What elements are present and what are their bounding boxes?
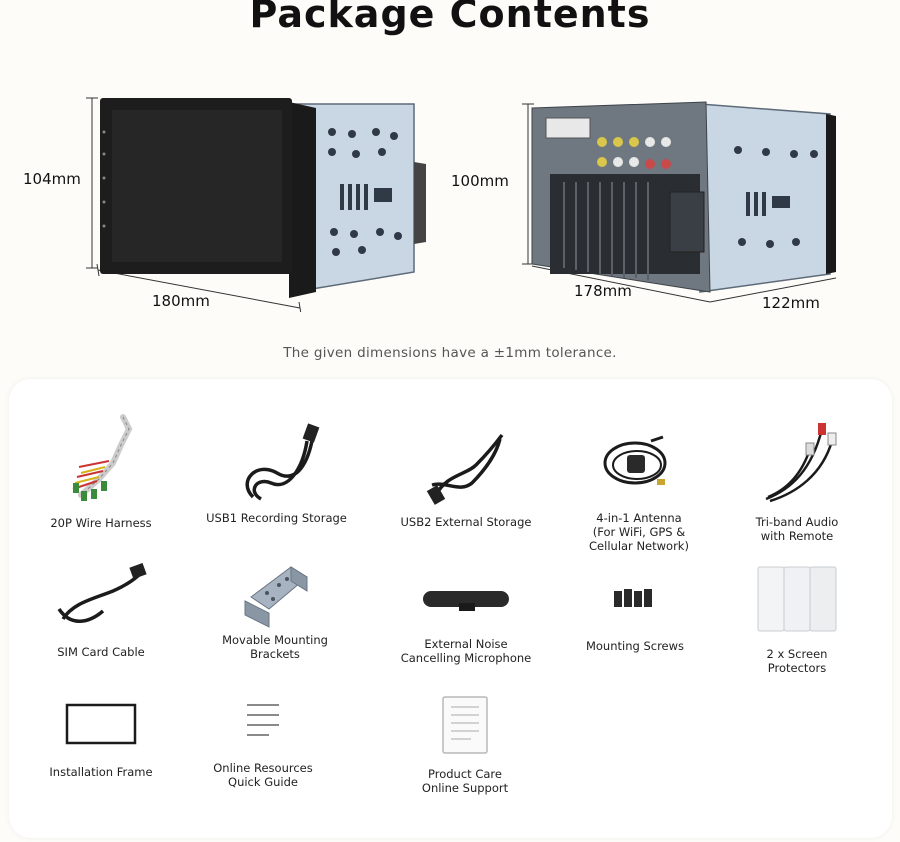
- bracket-icon: [244, 566, 308, 628]
- usb-cable-icon: [245, 423, 319, 501]
- screen-protector-icon: [757, 566, 837, 632]
- package-contents-card: 20P Wire Harness USB1 Recording Storage …: [9, 379, 892, 838]
- item-mounting-screws: Mounting Screws: [565, 587, 705, 653]
- wire-harness-icon: [72, 414, 133, 501]
- item-usb1-cable: USB1 Recording Storage: [199, 421, 354, 525]
- item-sim-cable: SIM Card Cable: [31, 563, 171, 659]
- item-label: SIM Card Cable: [57, 645, 145, 659]
- front-height-label: 104mm: [23, 170, 81, 188]
- item-label: Installation Frame: [49, 765, 153, 779]
- item-screen-protectors: 2 x Screen Protectors: [727, 565, 867, 675]
- guide-icon: [247, 704, 279, 736]
- antenna-icon: [603, 435, 667, 485]
- audio-cable-icon: [765, 423, 837, 503]
- sim-cable-icon: [57, 563, 147, 623]
- item-microphone: External Noise Cancelling Microphone: [391, 589, 541, 665]
- item-label: Movable Mounting Brackets: [222, 633, 328, 661]
- item-antenna: 4-in-1 Antenna (For WiFi, GPS & Cellular…: [569, 431, 709, 553]
- usb-cable-icon: [426, 433, 504, 505]
- microphone-icon: [423, 591, 509, 611]
- item-wire-harness: 20P Wire Harness: [31, 411, 171, 530]
- item-audio-cable: Tri-band Audio with Remote: [727, 419, 867, 543]
- screws-icon: [614, 589, 652, 607]
- item-label: USB1 Recording Storage: [206, 511, 347, 525]
- item-quick-guide: Online Resources Quick Guide: [193, 699, 333, 789]
- rear-width-label: 178mm: [574, 282, 632, 300]
- item-usb2-cable: USB2 External Storage: [391, 425, 541, 529]
- item-label: Product Care Online Support: [421, 767, 509, 795]
- item-label: External Noise Cancelling Microphone: [400, 637, 532, 665]
- front-view: [84, 92, 434, 315]
- item-label: USB2 External Storage: [400, 515, 532, 529]
- item-label: 2 x Screen Protectors: [766, 647, 828, 675]
- item-label: Tri-band Audio with Remote: [755, 515, 839, 543]
- item-mounting-brackets: Movable Mounting Brackets: [205, 557, 345, 661]
- document-icon: [442, 696, 488, 754]
- rear-height-label: 100mm: [451, 172, 509, 190]
- tolerance-note: The given dimensions have a ±1mm toleran…: [283, 345, 617, 361]
- item-label: Mounting Screws: [585, 639, 685, 653]
- item-label: 4-in-1 Antenna (For WiFi, GPS & Cellular…: [589, 511, 689, 553]
- rear-depth-label: 122mm: [762, 294, 820, 312]
- head-unit-front-image: [86, 97, 426, 315]
- page-title: Package Contents: [249, 0, 651, 36]
- item-label: 20P Wire Harness: [50, 516, 152, 530]
- rear-view: [510, 92, 850, 312]
- item-product-care: Product Care Online Support: [395, 695, 535, 795]
- front-width-label: 180mm: [152, 292, 210, 310]
- item-installation-frame: Installation Frame: [31, 703, 171, 779]
- head-unit-rear-image: [522, 101, 837, 303]
- frame-icon: [65, 703, 137, 745]
- item-label: Online Resources Quick Guide: [213, 761, 313, 789]
